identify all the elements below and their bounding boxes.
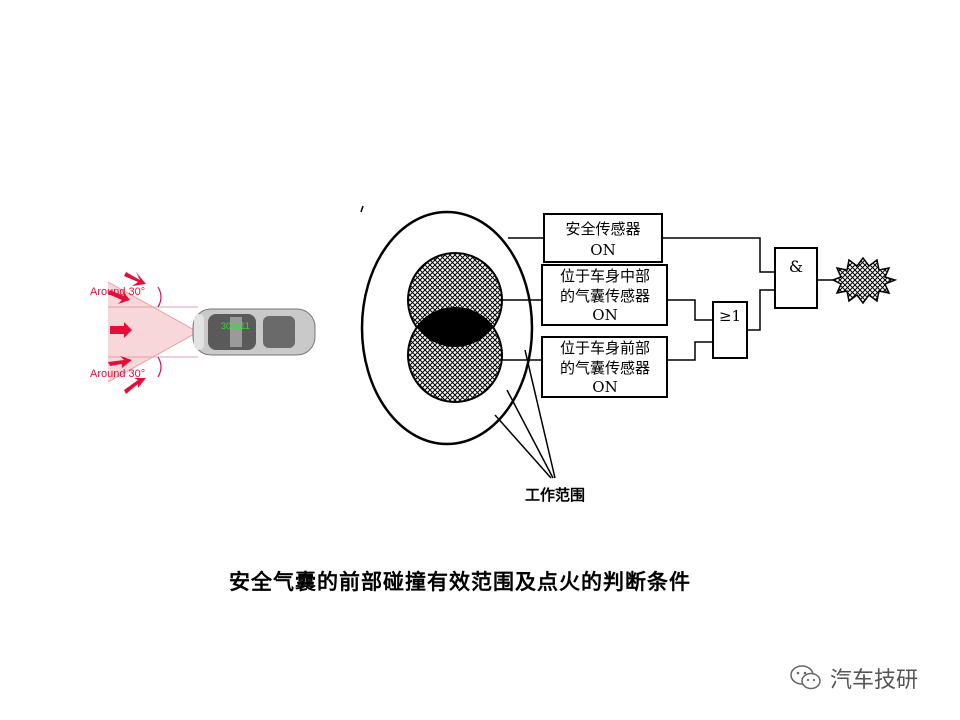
sensor-front-state: ON [592,378,617,396]
arrow-3 [110,322,132,338]
wire-or-to-and [747,289,775,331]
sensor-safety-name: 安全传感器 [565,220,640,238]
range-label: 工作范围 [525,486,585,504]
or-gate [712,301,748,359]
connections [494,237,835,479]
sensor-mid-state: ON [592,306,617,324]
and-gate [774,247,818,309]
arrow-2 [108,290,130,304]
sensor-mid-line2: 的气囊传感器 [560,287,650,305]
wire-safety-to-and [662,237,775,273]
arrow-5 [124,378,146,394]
car-impact-figure: Around 30° Around 30° 303111 [90,272,316,394]
angle-arc-bottom [157,356,162,378]
impact-arrows [108,272,146,394]
sensor-front-line2: 的气囊传感器 [560,359,650,377]
or-gate-label: ≥1 [719,307,741,325]
angle-label-bottom: Around 30° [90,368,145,380]
and-gate-label: & [789,257,803,276]
figure-caption: 安全气囊的前部碰撞有效范围及点火的判断条件 [229,570,691,594]
sensor-mid-line1: 位于车身中部 [560,267,650,285]
wire-front-to-or [667,341,713,361]
ignition-burst-icon [831,256,898,305]
outer-range-ellipse [360,210,534,446]
range-overlap [408,308,502,347]
corner-tick [360,205,364,213]
sensor-safety-state: ON [590,241,615,259]
leader-line-3 [524,349,556,479]
watermark: 汽车技研 [790,662,940,694]
leader-line-2 [506,389,554,479]
arrow-1 [124,272,146,286]
wechat-icon [790,665,821,690]
sensor-mid-box [541,264,668,326]
wire-mid-to-or [667,299,713,321]
watermark-text: 汽车技研 [830,668,919,693]
sensor-front-line1: 位于车身前部 [560,339,650,357]
logic-diagram: 安全传感器 ON 位于车身中部 的气囊传感器 ON 位于车身前部 的气囊传感器 … [360,205,898,504]
sensor-front-box [541,336,668,398]
leader-line-1 [494,414,552,479]
arrow-4 [108,356,132,368]
angle-arc-top [157,286,162,308]
car-tag: 303111 [221,321,250,331]
angle-label-top: Around 30° [90,286,145,298]
car-icon [192,308,316,356]
